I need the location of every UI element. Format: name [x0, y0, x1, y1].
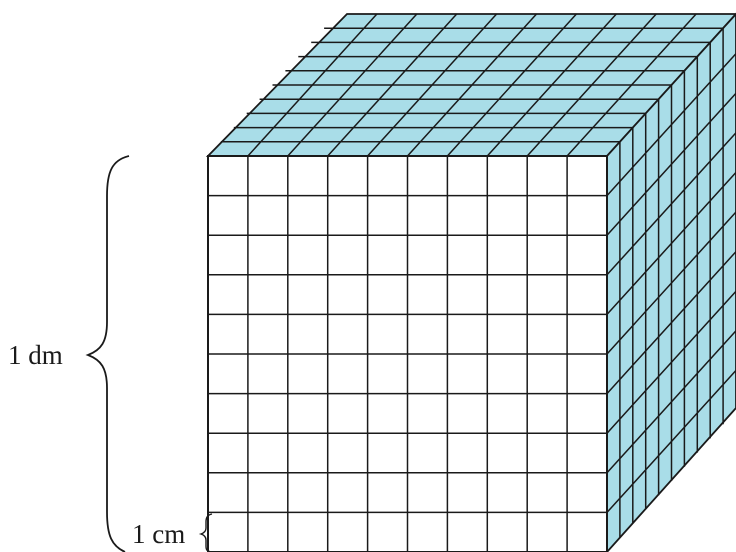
top-grid-line [486, 13, 617, 157]
right-grid-line [606, 290, 736, 434]
front-face-grid [208, 156, 607, 552]
top-grid-line [526, 13, 657, 157]
dm-brace [85, 155, 130, 552]
right-grid-line [606, 330, 736, 474]
dm-label: 1 dm [8, 340, 63, 370]
right-grid-line [606, 369, 736, 513]
cm-brace [198, 513, 213, 552]
top-face-grid [220, 13, 724, 157]
right-face-grid [606, 28, 736, 538]
cm-label: 1 cm [132, 519, 185, 549]
top-grid-line [566, 13, 697, 157]
top-grid-line [446, 13, 577, 157]
right-grid-line [606, 251, 736, 395]
